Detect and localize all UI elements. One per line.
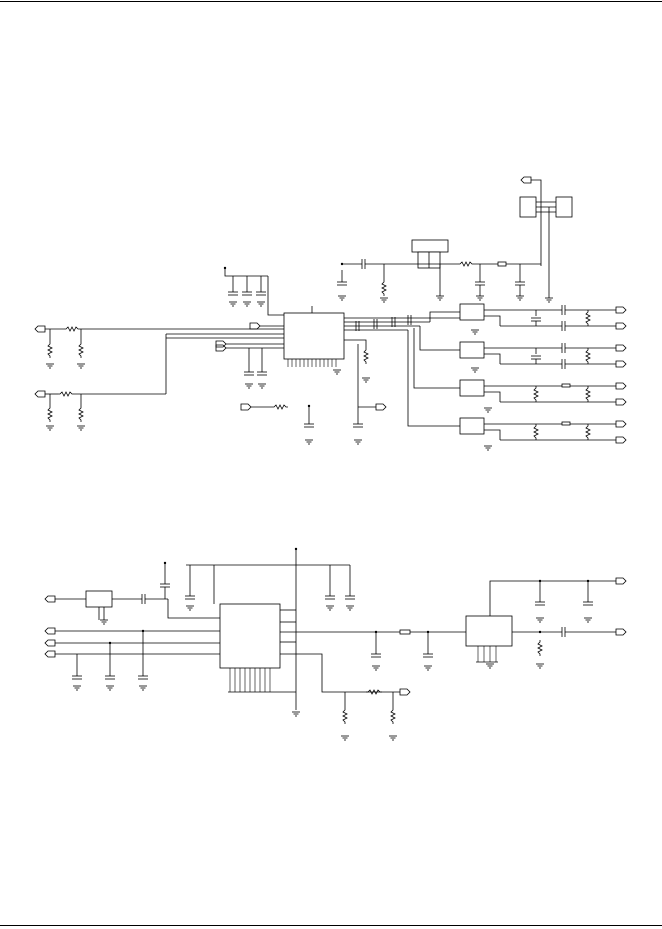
lower-schematic <box>44 547 627 741</box>
main-ic <box>166 306 371 389</box>
lower-output-filter <box>340 629 466 741</box>
lower-input-block <box>44 561 220 625</box>
connector-block <box>519 176 573 303</box>
upper-schematic <box>34 176 627 451</box>
page-top-rule <box>0 1 662 2</box>
page-bottom-rule <box>0 925 662 926</box>
decoupling-caps-top <box>223 266 284 316</box>
lower-main-ic <box>44 603 400 693</box>
lower-output-ic <box>465 577 627 669</box>
output-channels <box>344 303 627 451</box>
misc-components <box>240 314 412 445</box>
left-input-network <box>34 325 284 431</box>
lower-power-rail <box>184 547 356 717</box>
regulator-block <box>336 239 541 303</box>
